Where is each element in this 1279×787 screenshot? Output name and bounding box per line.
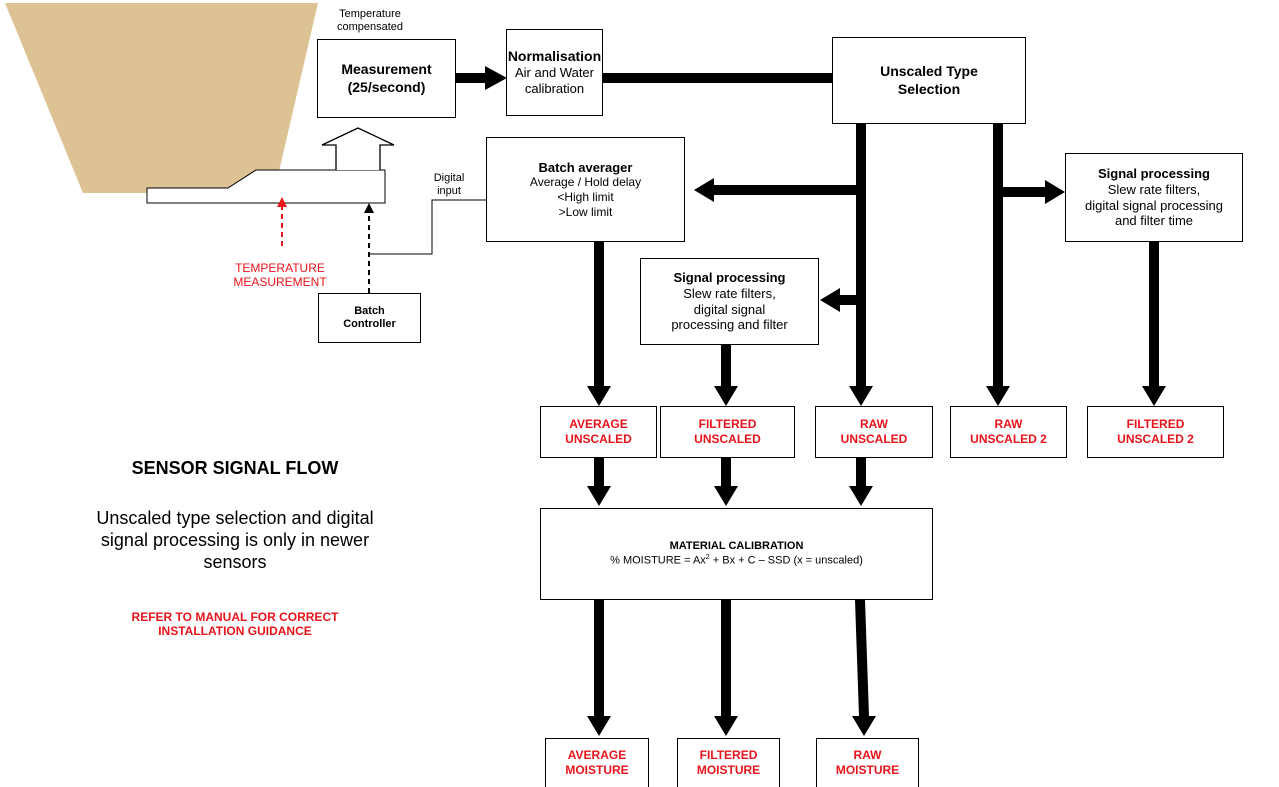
filtered-unscaled-line-2: UNSCALED bbox=[694, 432, 761, 446]
digital-input-line-2: input bbox=[437, 185, 461, 198]
sensor-output-hollow-arrow bbox=[321, 127, 395, 170]
normalisation-line-2: calibration bbox=[524, 81, 585, 97]
installation-warning: REFER TO MANUAL FOR CORRECT INSTALLATION… bbox=[60, 610, 410, 639]
raw-unscaled-2-output: RAW UNSCALED 2 bbox=[950, 406, 1067, 458]
digital-input-label: Digital input bbox=[425, 172, 473, 198]
filtered-unscaled-2-output: FILTERED UNSCALED 2 bbox=[1087, 406, 1224, 458]
temperature-measurement-line-1: TEMPERATURE bbox=[235, 261, 325, 275]
filtered-moisture-line-1: FILTERED bbox=[699, 748, 758, 762]
filtered-unscaled-line-1: FILTERED bbox=[698, 417, 757, 431]
material-calibration-box: MATERIAL CALIBRATION % MOISTURE = Ax2 + … bbox=[540, 508, 933, 600]
unscaled-type-line-2: Selection bbox=[897, 80, 961, 97]
signal-processing-2-line-1: Slew rate filters, bbox=[1107, 181, 1201, 197]
raw-moisture-line-2: MOISTURE bbox=[835, 763, 900, 777]
raw-unscaled-line-2: UNSCALED bbox=[840, 432, 908, 446]
batch-controller-line-2: Controller bbox=[343, 318, 396, 330]
unscaled-note-line-1: Unscaled type selection and digital bbox=[96, 508, 374, 528]
batch-controller-line-1: Batch bbox=[354, 304, 385, 317]
batch-averager-line-3: >Low limit bbox=[558, 204, 613, 219]
normalisation-box: Normalisation Air and Water calibration bbox=[506, 29, 603, 116]
signal-processing-2-title: Signal processing bbox=[1098, 165, 1210, 181]
signal-processing-1-line-3: processing and filter bbox=[671, 317, 788, 333]
signal-processing-2-line-2: digital signal processing bbox=[1084, 197, 1224, 213]
unscaled-type-line-1: Unscaled Type bbox=[880, 63, 978, 80]
digital-input-line-1: Digital bbox=[433, 172, 465, 184]
installation-warning-line-1: REFER TO MANUAL FOR CORRECT bbox=[131, 610, 339, 624]
sensor-signal-flow-heading: SENSOR SIGNAL FLOW bbox=[131, 458, 339, 478]
raw-unscaled-output: RAW UNSCALED bbox=[815, 406, 933, 458]
unscaled-type-selection-box: Unscaled Type Selection bbox=[832, 37, 1026, 124]
measurement-box: Measurement (25/second) bbox=[317, 39, 456, 118]
batch-averager-title: Batch averager bbox=[538, 159, 633, 175]
signal-processing-1-line-1: Slew rate filters, bbox=[683, 285, 776, 301]
filtered-moisture-line-2: MOISTURE bbox=[696, 763, 761, 777]
formula-exponent: 2 bbox=[705, 553, 710, 561]
normalisation-title: Normalisation bbox=[507, 48, 602, 65]
batch-averager-box: Batch averager Average / Hold delay <Hig… bbox=[486, 137, 685, 242]
filtered-unscaled-2-line-2: UNSCALED 2 bbox=[1117, 432, 1194, 446]
signal-processing-2-line-3: and filter time bbox=[1114, 213, 1194, 229]
unscaled-note-line-3: sensors bbox=[203, 551, 267, 572]
signal-processing-box-1: Signal processing Slew rate filters, dig… bbox=[640, 258, 819, 345]
batch-controller-box: Batch Controller bbox=[318, 293, 421, 343]
batch-averager-line-2: <High limit bbox=[557, 190, 614, 205]
unscaled-note: Unscaled type selection and digital sign… bbox=[60, 508, 410, 574]
batch-averager-line-1: Average / Hold delay bbox=[529, 175, 642, 190]
average-unscaled-output: AVERAGE UNSCALED bbox=[540, 406, 657, 458]
temperature-measurement-line-2: MEASUREMENT bbox=[233, 275, 327, 290]
normalisation-line-1: Air and Water bbox=[515, 65, 594, 81]
temperature-compensated-label: Temperature compensated bbox=[300, 8, 440, 34]
filtered-unscaled-2-line-1: FILTERED bbox=[1126, 417, 1185, 431]
filtered-moisture-output: FILTERED MOISTURE bbox=[677, 738, 780, 787]
installation-warning-line-2: INSTALLATION GUIDANCE bbox=[158, 624, 312, 639]
temperature-compensated-line-2: compensated bbox=[336, 21, 404, 34]
filtered-unscaled-output: FILTERED UNSCALED bbox=[660, 406, 795, 458]
average-moisture-line-2: MOISTURE bbox=[565, 763, 629, 777]
signal-processing-1-title: Signal processing bbox=[673, 269, 786, 285]
material-calibration-title: MATERIAL CALIBRATION bbox=[669, 540, 804, 553]
formula-part-2: + Bx + C – SSD (x = unscaled) bbox=[709, 554, 863, 567]
measurement-rate: (25/second) bbox=[347, 78, 426, 95]
moisture-formula: % MOISTURE = Ax2 + Bx + C – SSD (x = uns… bbox=[610, 554, 863, 568]
measurement-title: Measurement bbox=[341, 61, 432, 78]
hopper-bin bbox=[5, 3, 318, 193]
raw-unscaled-line-1: RAW bbox=[860, 417, 888, 431]
temperature-measurement-label: TEMPERATURE MEASUREMENT bbox=[195, 261, 365, 290]
raw-unscaled-2-line-2: UNSCALED 2 bbox=[970, 432, 1047, 446]
temperature-compensated-line-1: Temperature bbox=[339, 8, 401, 20]
average-moisture-output: AVERAGE MOISTURE bbox=[545, 738, 649, 787]
raw-moisture-line-1: RAW bbox=[853, 748, 882, 762]
digital-input-wire bbox=[369, 199, 486, 255]
signal-processing-box-2: Signal processing Slew rate filters, dig… bbox=[1065, 153, 1243, 242]
raw-moisture-output: RAW MOISTURE bbox=[816, 738, 919, 787]
formula-part-1: % MOISTURE = Ax bbox=[610, 554, 706, 567]
signal-processing-1-line-2: digital signal bbox=[693, 301, 766, 317]
average-unscaled-line-1: AVERAGE bbox=[569, 417, 628, 431]
raw-unscaled-2-line-1: RAW bbox=[994, 417, 1023, 431]
average-unscaled-line-2: UNSCALED bbox=[565, 432, 632, 446]
sensor-body bbox=[146, 169, 386, 204]
unscaled-note-line-2: signal processing is only in newer bbox=[100, 529, 370, 550]
average-moisture-line-1: AVERAGE bbox=[567, 748, 627, 762]
